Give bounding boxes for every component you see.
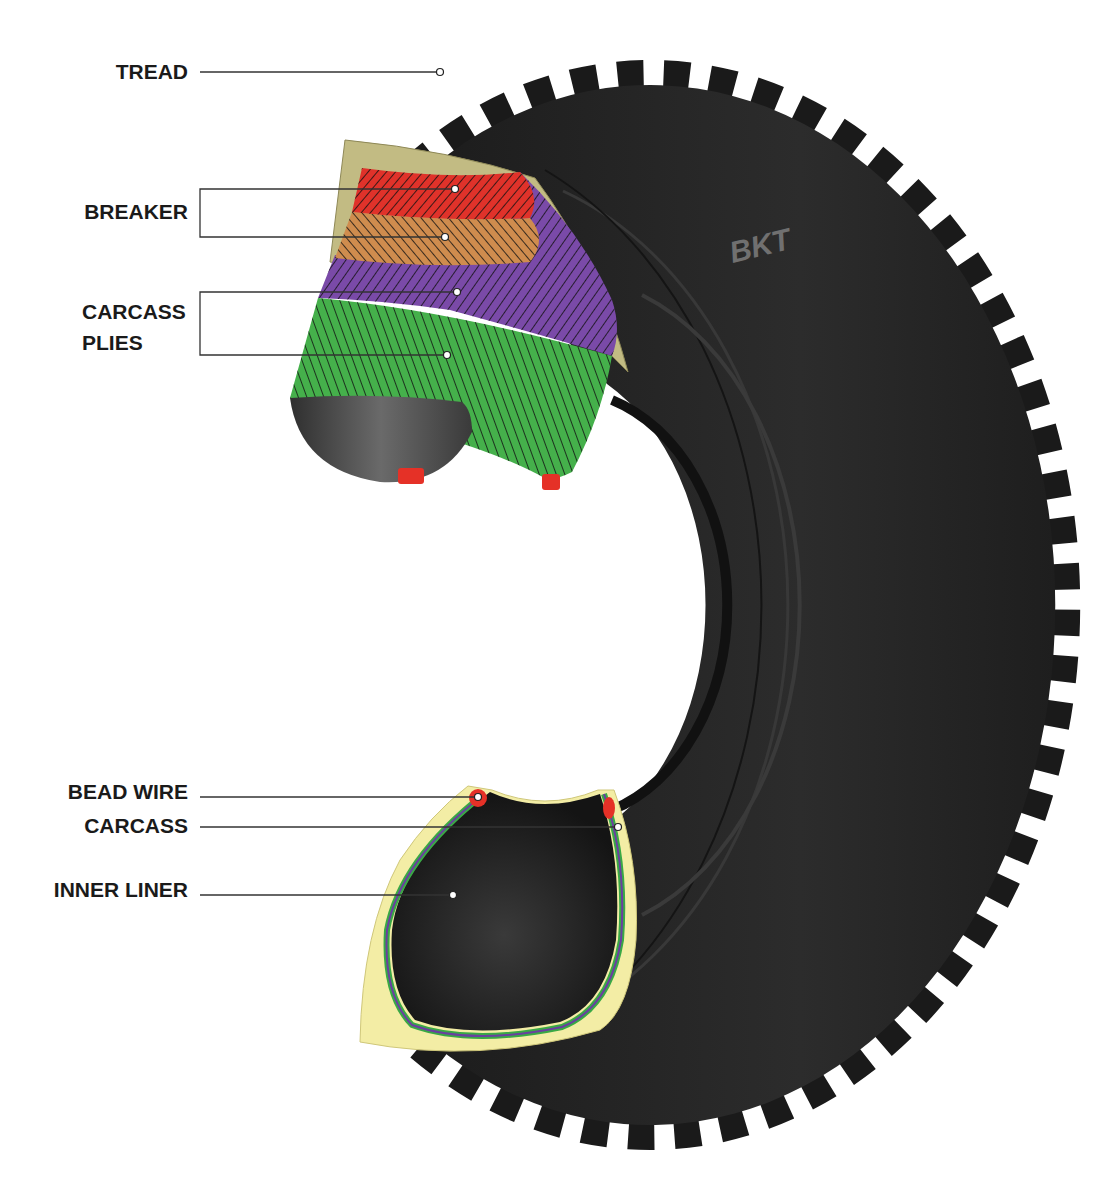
part-label: TREAD — [10, 59, 188, 85]
bead-ridge — [642, 295, 800, 915]
leader-dot — [615, 824, 622, 831]
bead-wire — [469, 789, 487, 807]
leader-line — [200, 826, 618, 827]
leader-dot — [444, 352, 451, 359]
breaker-layer — [352, 168, 534, 219]
breaker-cords — [335, 212, 539, 265]
leader-dot — [450, 892, 457, 899]
leader-dot — [452, 186, 459, 193]
bracket-line — [200, 292, 457, 355]
tyre-section — [360, 786, 637, 1051]
leader-line — [200, 894, 453, 895]
part-label: CARCASS — [10, 813, 188, 839]
leader-dot — [442, 234, 449, 241]
bead-wire — [398, 468, 424, 484]
part-label: BEAD WIRE — [10, 779, 188, 805]
part-label: CARCASS PLIES — [82, 296, 194, 358]
leader-line — [200, 71, 440, 72]
leader-dot — [475, 794, 482, 801]
inner-wall — [612, 400, 727, 810]
leader-dots — [437, 69, 622, 899]
part-label: INNER LINER — [10, 877, 188, 903]
brand-mark: BKT — [712, 218, 808, 275]
breaker-layer — [335, 212, 539, 265]
leader-dot — [437, 69, 444, 76]
bead-wire — [603, 797, 615, 819]
leader-line — [200, 796, 478, 797]
carcass-layer — [387, 794, 623, 1036]
inner-cavity — [391, 792, 617, 1031]
bead-wire — [542, 474, 560, 490]
leader-dot — [454, 289, 461, 296]
inner-liner-section — [290, 396, 472, 483]
bracket-line — [200, 189, 455, 237]
breaker-cords — [352, 168, 534, 219]
carcass-layer — [387, 794, 623, 1036]
part-label: BREAKER — [10, 199, 188, 225]
leader-lines — [200, 72, 618, 895]
